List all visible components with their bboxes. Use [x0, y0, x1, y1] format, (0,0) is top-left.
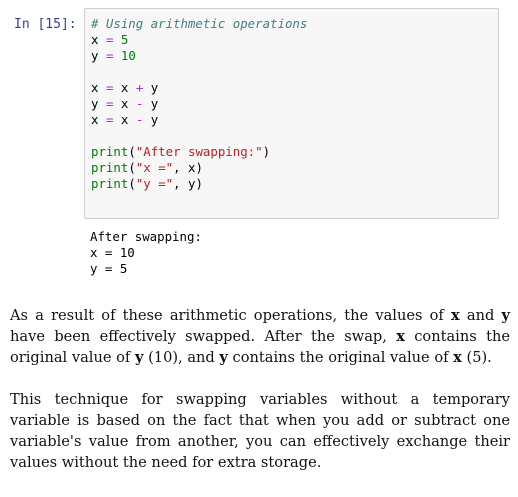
code-comment: # Using arithmetic operations — [91, 16, 308, 31]
code-line-print-3: print("y =", y) — [91, 176, 203, 191]
code-line-6: y = x - y — [91, 96, 159, 111]
cell-output: After swapping: x = 10 y = 5 — [90, 229, 202, 277]
markdown-paragraph-technique: This technique for swapping variables wi… — [10, 391, 510, 471]
code-line-3: y = 10 — [91, 48, 136, 63]
code-editor[interactable]: # Using arithmetic operations x = 5 y = … — [84, 8, 499, 219]
code-line-7: x = x - y — [91, 112, 159, 127]
output-line: y = 5 — [90, 261, 128, 276]
code-line-print-1: print("After swapping:") — [91, 144, 271, 159]
code-line-5: x = x + y — [91, 80, 159, 95]
code-line-2: x = 5 — [91, 32, 129, 47]
output-line: x = 10 — [90, 245, 135, 260]
markdown-paragraph-result: As a result of these arithmetic operatio… — [10, 307, 510, 366]
code-text: # Using arithmetic operations x = 5 y = … — [91, 16, 307, 192]
output-line: After swapping: — [90, 229, 202, 244]
code-line-print-2: print("x =", x) — [91, 160, 203, 175]
input-prompt: In [15]: — [14, 17, 77, 32]
